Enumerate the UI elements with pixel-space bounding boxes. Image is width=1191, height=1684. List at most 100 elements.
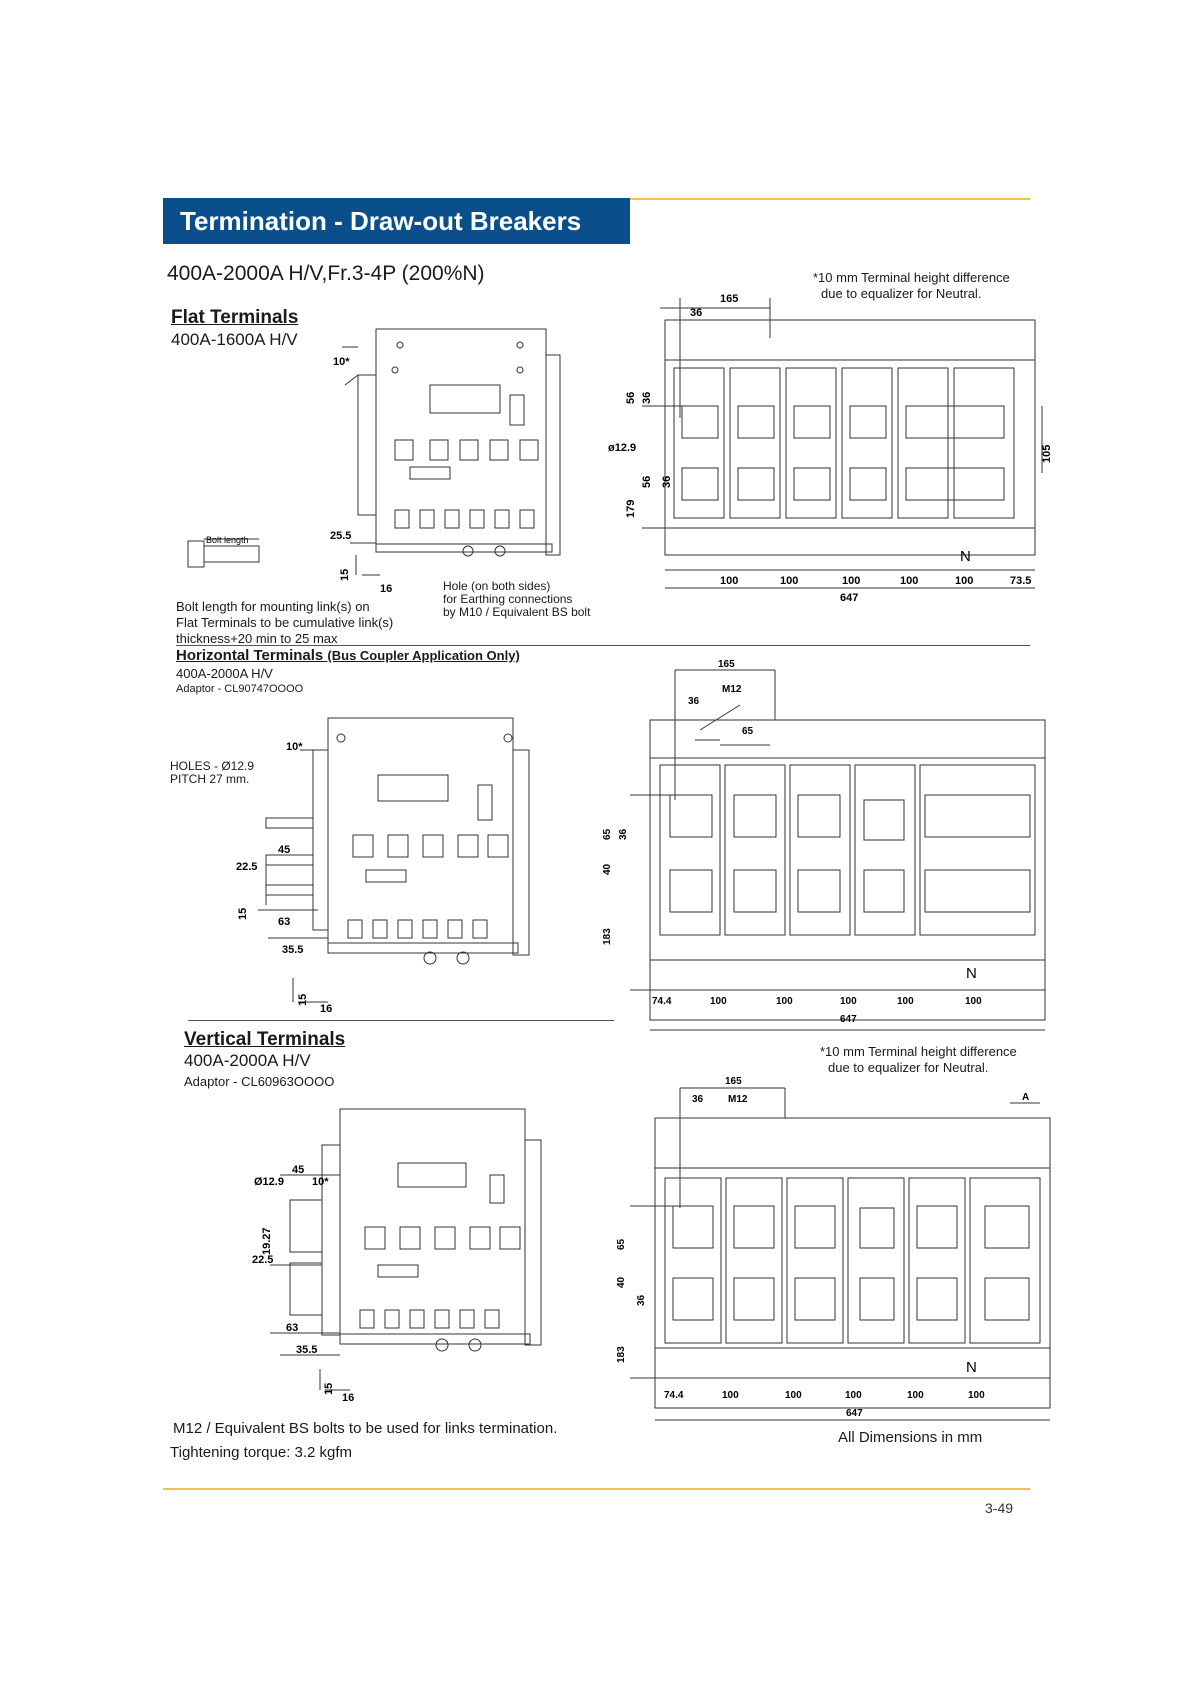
horizontal-vertical-separator bbox=[188, 1020, 614, 1021]
bottom-gold-rule bbox=[163, 1488, 1030, 1490]
vertical-front-dim-65: 65 bbox=[616, 1238, 627, 1250]
vertical-adaptor: Adaptor - CL60963OOOO bbox=[184, 1074, 335, 1089]
horizontal-heading: Horizontal Terminals (Bus Coupler Applic… bbox=[176, 647, 520, 664]
vertical-front-a: A bbox=[1022, 1092, 1029, 1103]
vertical-front-dim-165: 165 bbox=[725, 1076, 742, 1087]
dimensions-note: All Dimensions in mm bbox=[838, 1429, 983, 1446]
horizontal-adaptor: Adaptor - CL90747OOOO bbox=[176, 683, 304, 695]
vertical-side-dim-35-5: 35.5 bbox=[296, 1344, 317, 1356]
vertical-equalizer-note-2: due to equalizer for Neutral. bbox=[828, 1060, 989, 1075]
flat-front-view: 165 36 56 36 ø12.9 56 36 179 105 N 100 1… bbox=[608, 293, 1053, 604]
horizontal-side-view: 10* 45 22.5 15 63 35.5 15 16 bbox=[236, 717, 530, 1015]
horizontal-side-dim-10: 10* bbox=[286, 741, 303, 753]
vertical-heading: Vertical Terminals bbox=[184, 1029, 346, 1050]
page-number: 3-49 bbox=[985, 1500, 1014, 1516]
horizontal-front-bottom-4: 100 bbox=[897, 996, 914, 1007]
vertical-front-dim-36: 36 bbox=[692, 1094, 704, 1105]
flat-front-dim-36: 36 bbox=[690, 307, 702, 319]
flat-front-dim-165: 165 bbox=[720, 293, 738, 305]
flat-front-bottom-3: 100 bbox=[900, 575, 918, 587]
vertical-front-dim-36v: 36 bbox=[636, 1294, 647, 1306]
flat-front-dim-56a: 56 bbox=[625, 392, 637, 404]
horizontal-front-dim-183: 183 bbox=[602, 928, 613, 945]
vertical-side-view: Ø12.9 45 10* 19.27 22.5 63 35.5 15 16 bbox=[252, 1108, 542, 1404]
vertical-equalizer-note-1: *10 mm Terminal height difference bbox=[820, 1044, 1017, 1059]
horizontal-front-dim-165: 165 bbox=[718, 659, 735, 670]
flat-front-dim-105: 105 bbox=[1041, 445, 1053, 463]
horizontal-front-dim-65: 65 bbox=[742, 726, 754, 737]
page-subtitle: 400A-2000A H/V,Fr.3-4P (200%N) bbox=[167, 262, 485, 285]
flat-front-bottom-2: 100 bbox=[842, 575, 860, 587]
flat-side-dim-15: 15 bbox=[339, 569, 351, 581]
hole-note-3: by M10 / Equivalent BS bolt bbox=[443, 605, 591, 619]
bolt-icon: Bolt length bbox=[187, 535, 260, 568]
flat-front-neutral: N bbox=[960, 548, 971, 565]
vertical-front-neutral: N bbox=[966, 1359, 977, 1376]
flat-equalizer-note-1: *10 mm Terminal height difference bbox=[813, 270, 1010, 285]
vertical-front-view: 165 36 M12 A 65 40 36 183 N 74.4 100 100… bbox=[616, 1076, 1051, 1421]
flat-front-total: 647 bbox=[840, 592, 858, 604]
vertical-side-dim-15: 15 bbox=[323, 1383, 335, 1395]
flat-side-dim-10: 10* bbox=[333, 356, 350, 368]
vertical-side-dim-45: 45 bbox=[292, 1164, 304, 1176]
flat-front-dim-12-9: ø12.9 bbox=[608, 442, 636, 454]
hole-note-1: Hole (on both sides) bbox=[443, 579, 551, 593]
horizontal-side-dim-22-5: 22.5 bbox=[236, 861, 257, 873]
horizontal-front-dim-36v: 36 bbox=[618, 828, 629, 840]
vertical-rating: 400A-2000A H/V bbox=[184, 1051, 311, 1070]
horizontal-side-dim-16: 16 bbox=[320, 1003, 332, 1015]
bolt-length-label: Bolt length bbox=[206, 535, 249, 545]
flat-horizontal-separator bbox=[176, 645, 1030, 646]
vertical-front-bottom-3: 100 bbox=[845, 1390, 862, 1401]
vertical-front-bottom-1: 100 bbox=[722, 1390, 739, 1401]
horizontal-front-bottom-5: 100 bbox=[965, 996, 982, 1007]
horizontal-front-bottom-2: 100 bbox=[776, 996, 793, 1007]
horizontal-front-total: 647 bbox=[840, 1014, 857, 1025]
vertical-front-dim-183: 183 bbox=[616, 1346, 627, 1363]
vertical-front-bottom-0: 74.4 bbox=[664, 1390, 684, 1401]
hole-note-2: for Earthing connections bbox=[443, 592, 573, 606]
flat-front-dim-36b: 36 bbox=[661, 476, 673, 488]
horizontal-side-dim-35-5: 35.5 bbox=[282, 944, 303, 956]
flat-front-bottom-4: 100 bbox=[955, 575, 973, 587]
bolts-note: M12 / Equivalent BS bolts to be used for… bbox=[173, 1420, 558, 1437]
page-title: Termination - Draw-out Breakers bbox=[163, 198, 630, 244]
vertical-front-m12: M12 bbox=[728, 1094, 748, 1105]
vertical-side-dim-19-27: 19.27 bbox=[261, 1227, 273, 1255]
horizontal-front-bottom-3: 100 bbox=[840, 996, 857, 1007]
vertical-front-dim-40: 40 bbox=[616, 1276, 627, 1288]
horizontal-holes-2: PITCH 27 mm. bbox=[170, 772, 250, 786]
flat-front-dim-56b: 56 bbox=[641, 476, 653, 488]
vertical-front-bottom-4: 100 bbox=[907, 1390, 924, 1401]
flat-side-dim-16: 16 bbox=[380, 583, 392, 595]
horizontal-front-dim-65v: 65 bbox=[602, 828, 613, 840]
flat-front-bottom-5: 73.5 bbox=[1010, 575, 1031, 587]
flat-side-dim-25-5: 25.5 bbox=[330, 530, 351, 542]
bolt-note-1: Bolt length for mounting link(s) on bbox=[176, 599, 370, 614]
flat-equalizer-note-2: due to equalizer for Neutral. bbox=[821, 286, 982, 301]
flat-heading: Flat Terminals bbox=[171, 307, 299, 328]
horizontal-side-dim-15b: 15 bbox=[297, 994, 309, 1006]
vertical-side-dim-63: 63 bbox=[286, 1322, 298, 1334]
horizontal-front-neutral: N bbox=[966, 965, 977, 982]
flat-side-view: 10* 25.5 15 16 bbox=[330, 328, 561, 595]
horizontal-side-dim-45: 45 bbox=[278, 844, 290, 856]
horizontal-front-dim-36: 36 bbox=[688, 696, 700, 707]
bolt-note-3: thickness+20 min to 25 max bbox=[176, 631, 338, 646]
vertical-side-dim-12-9: Ø12.9 bbox=[254, 1176, 284, 1188]
vertical-front-total: 647 bbox=[846, 1408, 863, 1419]
vertical-side-dim-22-5: 22.5 bbox=[252, 1254, 273, 1266]
torque-note: Tightening torque: 3.2 kgfm bbox=[170, 1444, 353, 1461]
horizontal-rating: 400A-2000A H/V bbox=[176, 666, 273, 681]
vertical-side-dim-16: 16 bbox=[342, 1392, 354, 1404]
flat-front-bottom-0: 100 bbox=[720, 575, 738, 587]
horizontal-front-m12: M12 bbox=[722, 684, 742, 695]
flat-front-dim-36a: 36 bbox=[641, 392, 653, 404]
flat-rating: 400A-1600A H/V bbox=[171, 330, 298, 349]
horizontal-holes-1: HOLES - Ø12.9 bbox=[170, 759, 255, 773]
horizontal-front-view: 165 M12 36 65 65 36 40 183 N 74.4 100 10… bbox=[602, 659, 1046, 1031]
horizontal-side-dim-63: 63 bbox=[278, 916, 290, 928]
vertical-side-dim-10: 10* bbox=[312, 1176, 329, 1188]
horizontal-front-bottom-0: 74.4 bbox=[652, 996, 672, 1007]
vertical-front-bottom-5: 100 bbox=[968, 1390, 985, 1401]
